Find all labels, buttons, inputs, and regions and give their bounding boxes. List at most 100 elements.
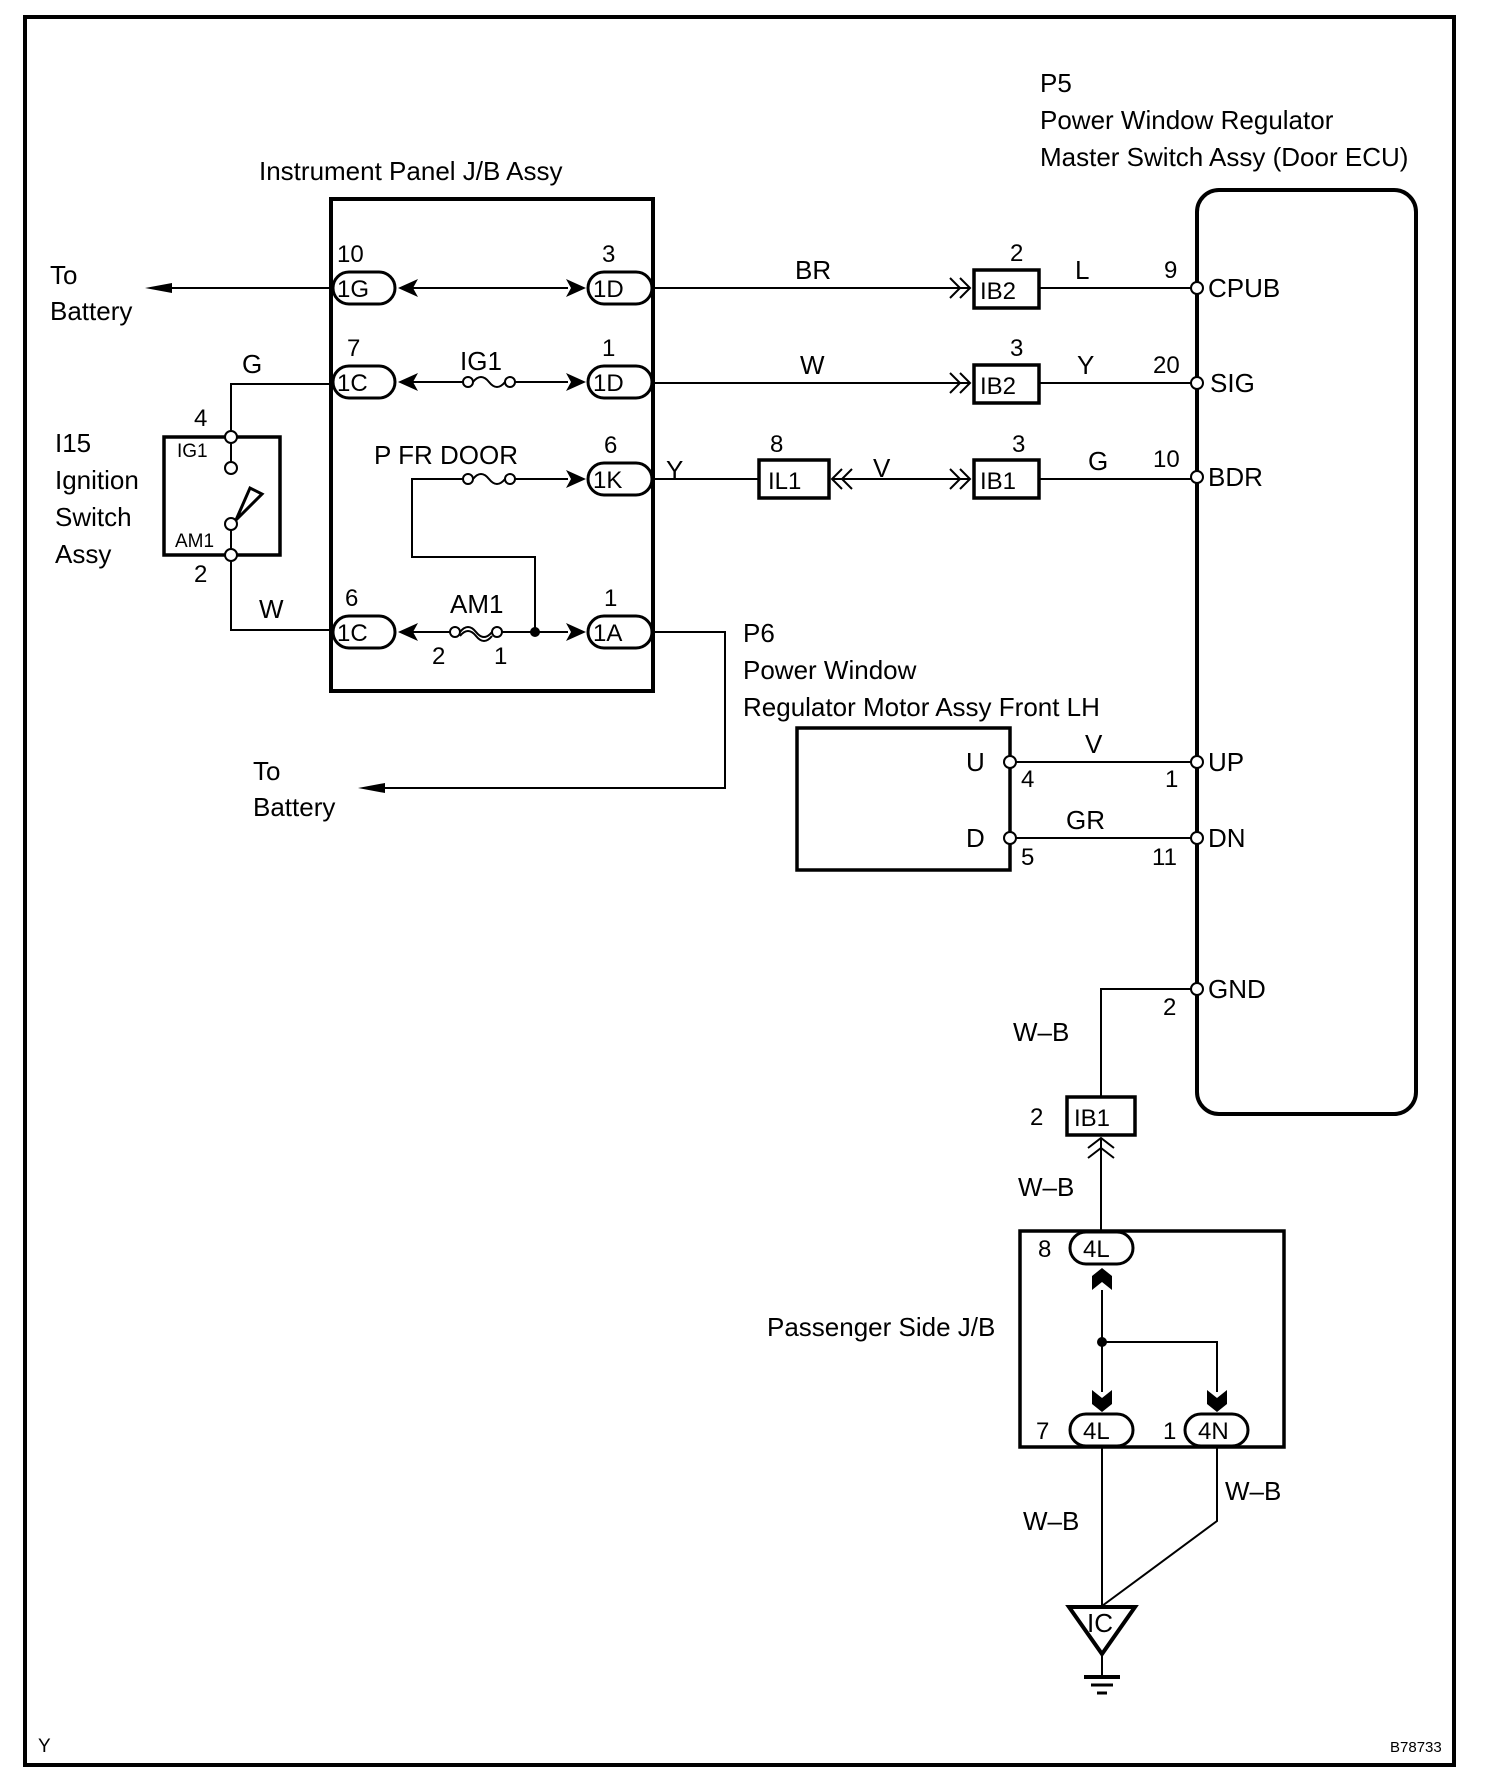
motor-name-2: Regulator Motor Assy Front LH — [743, 692, 1100, 722]
svg-text:1G: 1G — [337, 276, 369, 303]
wire-color-g-ign: G — [242, 349, 262, 379]
svg-text:1: 1 — [604, 585, 617, 612]
wire-color-y-bdr: Y — [666, 455, 683, 485]
svg-text:U: U — [966, 747, 985, 777]
wire-color-br: BR — [795, 255, 831, 285]
battery-wire-bottom — [370, 631, 726, 789]
wire-color-wb-2: W–B — [1018, 1172, 1074, 1202]
splice-dot — [530, 627, 540, 637]
pass-jb-title: Passenger Side J/B — [767, 1312, 995, 1342]
ip-jb-box — [329, 197, 655, 693]
svg-text:10: 10 — [337, 241, 364, 268]
male-terminal-double-icon — [949, 468, 972, 490]
svg-text:20: 20 — [1153, 352, 1180, 379]
fuse-pfrdoor-icon — [462, 473, 516, 485]
svg-text:6: 6 — [604, 432, 617, 459]
svg-text:1: 1 — [1163, 1418, 1176, 1445]
svg-text:3: 3 — [1012, 431, 1025, 458]
fuse-pfrdoor-label: P FR DOOR — [374, 440, 518, 470]
svg-text:1C: 1C — [337, 370, 368, 397]
pass-jb-box — [1018, 1229, 1286, 1449]
wire-color-w-sig: W — [800, 350, 825, 380]
jb-connector-1c-a: 1C 7 — [331, 335, 397, 400]
wire-color-gr-dn: GR — [1066, 805, 1105, 835]
corner-mark: Y — [38, 1736, 51, 1757]
svg-text:1K: 1K — [593, 467, 622, 494]
svg-text:1C: 1C — [337, 620, 368, 647]
svg-text:8: 8 — [770, 431, 783, 458]
fuse-am1-icon — [449, 626, 503, 642]
ign-pin-2: 2 — [194, 561, 207, 588]
male-terminal-icon — [566, 623, 586, 641]
ign-terminal-ig1: IG1 — [177, 441, 208, 462]
ip-jb-title: Instrument Panel J/B Assy — [259, 156, 562, 186]
jb-connector-1g: 1G 10 — [331, 241, 397, 306]
svg-text:10: 10 — [1153, 446, 1180, 473]
jb-connector-1a: 1A 1 — [586, 585, 654, 650]
male-terminal-down-icon — [1092, 1390, 1112, 1412]
ecu-terminal-up: UP 1 — [1165, 747, 1244, 793]
wire-color-y-sig: Y — [1077, 350, 1094, 380]
svg-text:4: 4 — [1021, 766, 1034, 793]
jb-connector-1k: 1K 6 — [586, 432, 654, 497]
fuse-am1-pin-1: 1 — [494, 643, 507, 670]
svg-text:4N: 4N — [1198, 1418, 1229, 1445]
wire-gnd-4n — [1101, 1447, 1218, 1607]
ign-wire-g — [230, 383, 333, 432]
svg-text:2: 2 — [1030, 1104, 1043, 1131]
male-terminal-double-icon — [949, 277, 972, 299]
svg-text:4L: 4L — [1083, 1236, 1110, 1263]
fuse-am1-label: AM1 — [450, 589, 503, 619]
ecu-terminal-bdr: BDR 10 — [1153, 446, 1263, 492]
to-battery-bottom-line1: To — [253, 756, 280, 786]
inline-connector-ib2-a: IB2 2 — [972, 240, 1041, 310]
pfrdoor-feed-wire — [411, 478, 536, 632]
female-terminal-icon — [398, 279, 418, 297]
male-terminal-icon — [566, 373, 586, 391]
pass-jb-connector-4l-bottom: 4L 7 — [1036, 1412, 1135, 1448]
motor-name-1: Power Window — [743, 655, 917, 685]
ecu-code: P5 — [1040, 68, 1072, 98]
ign-switch-code: I15 — [55, 428, 91, 458]
diagram-frame — [23, 15, 1456, 1767]
svg-text:1D: 1D — [593, 370, 624, 397]
inline-connector-il1: IL1 8 — [757, 431, 831, 500]
ecu-name-2: Master Switch Assy (Door ECU) — [1040, 142, 1408, 172]
svg-text:1D: 1D — [593, 276, 624, 303]
svg-text:IB2: IB2 — [980, 278, 1016, 305]
svg-text:3: 3 — [1010, 335, 1023, 362]
svg-text:8: 8 — [1038, 1236, 1051, 1263]
motor-terminal-u: U 4 — [966, 747, 1034, 793]
svg-text:IB1: IB1 — [980, 468, 1016, 495]
svg-text:IB1: IB1 — [1074, 1105, 1110, 1132]
fuse-ig1-icon — [462, 376, 516, 388]
female-terminal-icon — [398, 623, 418, 641]
jb-connector-1d-b: 1D 1 — [586, 335, 654, 400]
svg-text:D: D — [966, 823, 985, 853]
svg-text:9: 9 — [1164, 257, 1177, 284]
male-terminal-down-icon — [1207, 1390, 1227, 1412]
ign-switch-name-1: Ignition — [55, 465, 139, 495]
wire-color-l: L — [1075, 255, 1089, 285]
motor-code: P6 — [743, 618, 775, 648]
pass-jb-connector-4n: 4N 1 — [1163, 1412, 1250, 1448]
inline-connector-ib2-b: IB2 3 — [972, 335, 1041, 405]
male-terminal-up-icon — [1092, 1268, 1112, 1290]
arrow-left-icon — [145, 283, 172, 293]
svg-text:SIG: SIG — [1210, 368, 1255, 398]
inline-connector-ib1-b: IB1 2 — [1030, 1095, 1137, 1137]
ground-point-icon — [1065, 1605, 1139, 1658]
svg-text:2: 2 — [1163, 994, 1176, 1021]
svg-text:IL1: IL1 — [768, 468, 801, 495]
wire-color-wb-3: W–B — [1023, 1506, 1079, 1536]
svg-text:GND: GND — [1208, 974, 1266, 1004]
ecu-terminal-gnd: GND 2 — [1163, 974, 1266, 1021]
svg-text:1A: 1A — [593, 620, 622, 647]
wire-color-v-bdr: V — [873, 453, 891, 483]
ecu-terminal-sig: SIG 20 — [1153, 352, 1255, 398]
wire-color-v-up: V — [1085, 729, 1103, 759]
svg-text:1: 1 — [1165, 766, 1178, 793]
svg-text:DN: DN — [1208, 823, 1246, 853]
wire-color-wb-1: W–B — [1013, 1017, 1069, 1047]
